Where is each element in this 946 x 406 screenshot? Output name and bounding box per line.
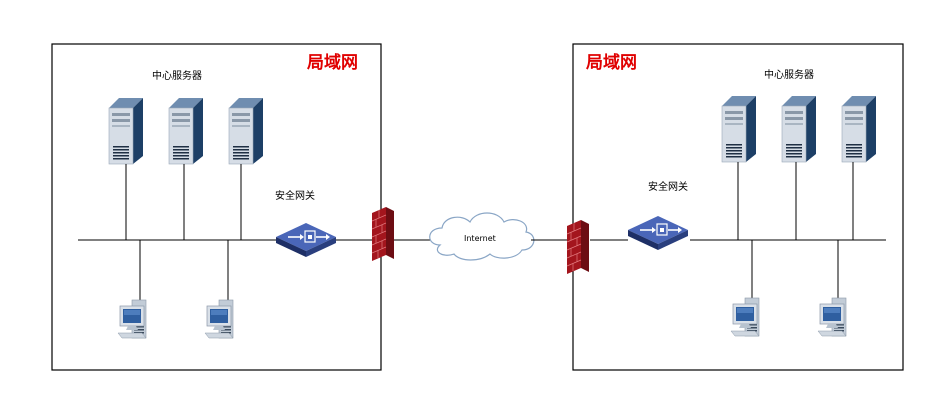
right-lan: 局域网 中心服务器 安全网关 xyxy=(566,43,904,371)
left-server-label: 中心服务器 xyxy=(152,69,202,82)
internet-label: Internet xyxy=(464,234,496,243)
left-gateway-label: 安全网关 xyxy=(275,189,315,202)
right-lan-title: 局域网 xyxy=(586,52,637,73)
left-lan-title: 局域网 xyxy=(307,52,358,73)
left-workstation-icon-1 xyxy=(117,299,147,339)
right-server-icon-3 xyxy=(841,95,877,163)
left-lan-border xyxy=(51,43,382,371)
right-server-icon-1 xyxy=(721,95,757,163)
left-server-icon-2 xyxy=(168,97,204,165)
right-workstation-icon-1 xyxy=(730,297,760,337)
right-lan-border xyxy=(572,43,904,371)
right-firewall-icon xyxy=(566,219,590,275)
left-server-icon-1 xyxy=(108,97,144,165)
right-gateway-label: 安全网关 xyxy=(648,180,688,193)
internet-cloud-icon xyxy=(429,212,535,261)
right-security-gateway-icon xyxy=(627,215,689,251)
left-lan: 局域网 中心服务器 安全网关 xyxy=(51,43,395,371)
left-workstation-icon-2 xyxy=(204,299,234,339)
left-server-icon-3 xyxy=(228,97,264,165)
right-server-icon-2 xyxy=(781,95,817,163)
left-security-gateway-icon xyxy=(275,222,337,258)
left-firewall-icon xyxy=(371,206,395,262)
right-server-label: 中心服务器 xyxy=(764,68,814,81)
right-workstation-icon-2 xyxy=(817,297,847,337)
